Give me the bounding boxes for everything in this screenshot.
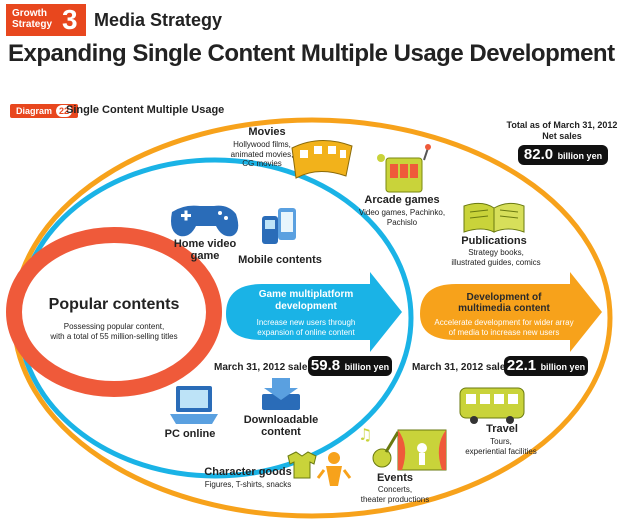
home-video-game-label: Home video game (160, 238, 250, 262)
net-sales-value-pill: 82.0 billion yen (518, 145, 608, 165)
game-title-line1: Game multiplatform (258, 289, 354, 300)
game-title-line2: development (275, 301, 337, 312)
multimedia-sales-pill: 22.1 billion yen (504, 356, 588, 376)
guitar-icon (372, 431, 400, 468)
events-description: Concerts, theater productions (348, 485, 442, 504)
movies-description: Hollywood films, animated movies, CG mov… (222, 140, 302, 169)
pub-line1: Strategy books, (468, 248, 524, 257)
section-title: Media Strategy (94, 10, 223, 30)
download-line1: Downloadable (243, 414, 319, 426)
net-sales-label-line2: Net sales (542, 131, 582, 141)
core-ring (6, 227, 222, 397)
travel-description: Tours, experiential facilities (446, 437, 556, 456)
movies-line3: CG movies (242, 159, 282, 168)
net-sales-label: Total as of March 31, 2012 Net sales (500, 120, 624, 142)
core-desc-line1: Possessing popular content, (63, 322, 165, 331)
character-goods-title: Character goods (204, 466, 292, 478)
arcade-games-title: Arcade games (364, 194, 440, 206)
events-line2: theater productions (360, 494, 430, 504)
mobile-phone-icon (262, 208, 296, 244)
multimedia-desc-line1: Accelerate development for wider array (434, 318, 574, 327)
figure-icon (316, 452, 352, 486)
travel-title: Travel (486, 423, 518, 435)
arcade-line2: Pachislo (386, 217, 418, 227)
badge-label: Growth Strategy (12, 8, 53, 30)
laptop-icon (170, 386, 218, 424)
home-video-line2: game (190, 250, 220, 262)
diagram-tag-number: 22 (56, 105, 73, 117)
game-arrow-title: Game multiplatform development (236, 289, 376, 313)
diagram-title: Single Content Multiple Usage (66, 104, 225, 116)
multimedia-arrow-title: Development of multimedia content (430, 292, 578, 314)
svg-text:♫: ♫ (358, 425, 372, 444)
game-sales-unit: billion yen (344, 362, 390, 372)
multimedia-sales-value: 22.1 (506, 357, 537, 374)
movies-line1: Hollywood films, (233, 140, 291, 149)
game-arrow (226, 272, 402, 352)
downloadable-content-label: Downloadable content (236, 414, 326, 438)
game-desc-line1: Increase new users through (256, 318, 356, 327)
movies-title: Movies (248, 126, 286, 138)
core-description: Possessing popular content, with a total… (28, 322, 200, 341)
net-sales-unit: billion yen (557, 151, 603, 161)
multimedia-sales-unit: billion yen (540, 362, 586, 372)
core-title: Popular contents (48, 296, 180, 313)
travel-line1: Tours, (490, 437, 512, 446)
game-desc-line2: expansion of online content (257, 327, 355, 337)
diagram-tag-label: Diagram (16, 106, 53, 116)
gamepad-icon (171, 205, 239, 237)
slot-machine-icon (377, 144, 431, 193)
multimedia-desc-line2: of media to increase new users (448, 327, 560, 337)
character-goods-description: Figures, T-shirts, snacks (204, 480, 292, 489)
publications-title: Publications (461, 235, 527, 247)
events-line1: Concerts, (377, 485, 413, 494)
publications-description: Strategy books, illustrated guides, comi… (440, 248, 552, 267)
music-note-icon: ♫ (358, 425, 372, 444)
page-title: Expanding Single Content Multiple Usage … (8, 40, 615, 67)
game-sales-label: March 31, 2012 sales (214, 362, 313, 373)
multimedia-title-line2: multimedia content (458, 303, 550, 314)
game-sales-value: 59.8 (310, 357, 341, 374)
mobile-contents-label: Mobile contents (238, 254, 322, 266)
arcade-games-description: Video games, Pachinko, Pachislo (346, 208, 458, 227)
download-icon (262, 378, 300, 410)
movies-line2: animated movies, (230, 149, 294, 159)
events-title: Events (376, 472, 414, 484)
film-icon (291, 140, 353, 179)
tshirt-icon (287, 451, 317, 479)
net-sales-value: 82.0 (523, 146, 554, 163)
stage-icon (397, 429, 447, 471)
bus-icon (459, 387, 525, 424)
core-desc-line2: with a total of 55 million-selling title… (50, 331, 178, 341)
multimedia-title-line1: Development of (466, 292, 542, 303)
game-sales-pill: 59.8 billion yen (308, 356, 392, 376)
badge-number: 3 (62, 4, 78, 35)
pc-online-label: PC online (164, 428, 216, 440)
book-icon (463, 202, 525, 233)
download-line2: content (261, 426, 301, 438)
arcade-line1: Video games, Pachinko, (358, 208, 446, 217)
home-video-line1: Home video (173, 238, 237, 250)
game-arrow-description: Increase new users through expansion of … (236, 318, 376, 337)
pub-line2: illustrated guides, comics (451, 257, 541, 267)
travel-line2: experiential facilities (465, 446, 537, 456)
growth-strategy-badge: Growth Strategy 3 (6, 4, 86, 36)
multimedia-arrow-description: Accelerate development for wider array o… (424, 318, 584, 337)
multimedia-arrow (420, 272, 602, 352)
net-sales-label-line1: Total as of March 31, 2012 (506, 120, 618, 130)
multimedia-sales-label: March 31, 2012 sales (412, 362, 511, 373)
